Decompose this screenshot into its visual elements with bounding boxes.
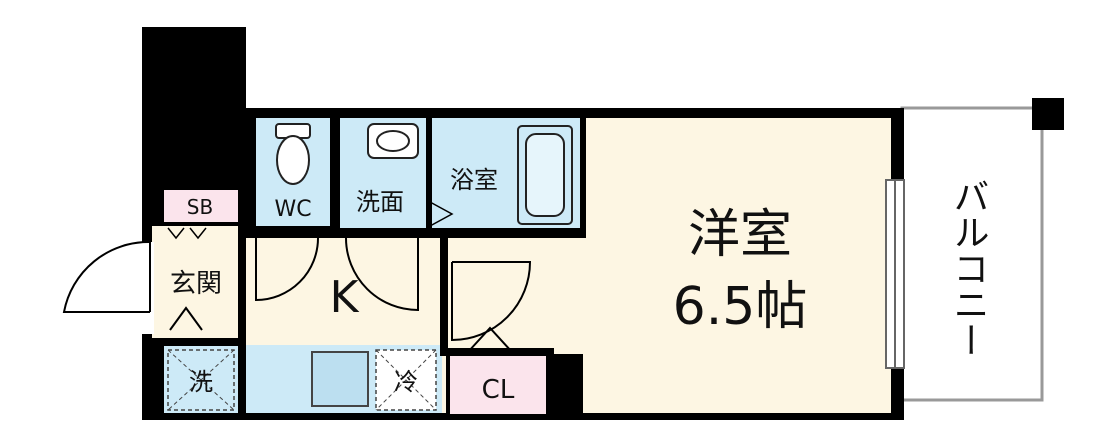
wall-sb-bottom <box>152 222 246 226</box>
laundry-space <box>164 345 238 413</box>
washroom-label: 洗面 <box>356 188 404 216</box>
washing-machine-icon <box>167 349 235 411</box>
wall-kitchen-hall <box>440 238 448 356</box>
entrance-label: 玄関 <box>170 269 222 299</box>
closet-label: CL <box>482 375 515 405</box>
balcony-label: バルコニー <box>948 178 989 358</box>
wall-entrance-east <box>238 190 246 414</box>
room-door-swing <box>451 261 532 342</box>
western-room-floor <box>583 118 891 413</box>
wall-closet-east <box>546 348 554 414</box>
western-room-size: 6.5帖 <box>673 277 808 337</box>
shoe-box-label: SB <box>187 195 213 219</box>
wc-door-swing <box>255 237 319 302</box>
kitchen-label: K <box>330 272 360 323</box>
balcony-area <box>900 106 1044 402</box>
bath-door-marker <box>429 200 454 228</box>
wall-wash-bath <box>426 118 432 236</box>
shoe-box <box>164 190 238 222</box>
bath-label: 浴室 <box>450 166 498 194</box>
wall-bath-room <box>580 118 586 236</box>
sb-door-marks <box>167 227 207 240</box>
bathtub-icon <box>517 125 573 225</box>
toilet-icon <box>275 123 311 185</box>
fridge-icon <box>375 349 437 411</box>
entrance-door-swing <box>62 240 151 313</box>
balcony-post <box>1032 98 1064 130</box>
closet-door-marker <box>467 326 513 353</box>
fridge-label: 冷 <box>394 368 418 396</box>
wc-label: WC <box>274 197 311 222</box>
wall-closet-top <box>440 348 552 356</box>
laundry-label: 洗 <box>189 368 213 396</box>
wall-wc-wash <box>330 118 340 236</box>
hall-floor <box>446 236 586 354</box>
sink-icon <box>367 123 419 159</box>
western-room-label: 洋室 <box>688 205 792 265</box>
washroom-door-swing <box>345 237 419 312</box>
entrance-step-marker <box>169 306 203 331</box>
closet <box>450 356 546 414</box>
wall-laundry-top <box>152 338 246 346</box>
wall-wet-south <box>246 228 586 238</box>
kitchen-sink-icon <box>311 351 369 407</box>
